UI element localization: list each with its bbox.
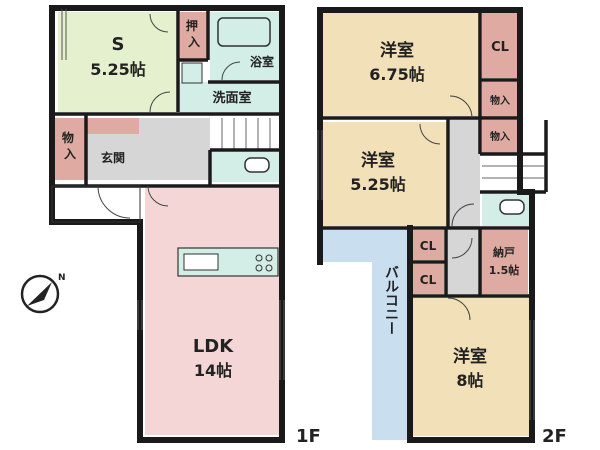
western-b-size: 5.25帖 [350,175,405,194]
oshiire-label: 押 入 [186,18,202,49]
oshiire-closet [180,12,208,60]
balcony [322,228,410,440]
western-c-size: 8帖 [456,371,483,390]
closet-b-label: CL [420,239,437,253]
s-room-name: S [112,34,125,55]
floor-1f [48,5,288,443]
genkan [87,134,139,180]
oshiire-label-1: 押 [186,18,198,33]
closet-c [412,264,444,294]
closet-b [412,230,444,260]
ldk-room [145,188,282,435]
western-c-name: 洋室 [453,346,487,367]
balcony-label: バルコニー [383,265,399,335]
genkan-label: 玄関 [101,150,125,165]
western-room-b [322,122,448,226]
floor-2f-label: 2F [542,426,567,447]
closet-a [482,12,518,78]
oshiire-label-2: 入 [188,35,200,49]
storage-2f-b [482,120,518,154]
western-a-size: 6.75帖 [369,65,424,84]
storage-1f-label: 物 入 [62,130,78,161]
storage-1f-label-2: 入 [64,147,76,161]
compass-north-label: N [58,273,66,283]
closet-a-label: CL [491,40,509,55]
western-room-c [412,298,530,436]
nando-storage [480,230,528,294]
western-a-name: 洋室 [380,40,414,61]
closet-c-label: CL [420,273,437,287]
north-compass: N [20,273,66,314]
western-room-a [322,12,480,116]
storage-2f-a [482,82,518,118]
western-b-name: 洋室 [361,150,395,171]
storage-2f-b-label: 物入 [490,130,510,143]
washroom [180,82,282,112]
storage-1f-label-1: 物 [62,130,74,145]
s-room-size: 5.25帖 [90,60,145,79]
storage-1f [55,118,85,180]
washroom-label: 洗面室 [212,90,251,106]
bath-label: 浴室 [250,54,274,69]
ldk-name: LDK [193,336,234,357]
nando-name: 納戸 [493,245,515,259]
ldk-size: 14帖 [194,361,232,380]
floor-2f [317,7,548,443]
floor-1f-label: 1F [296,426,321,447]
storage-2f-a-label: 物入 [490,94,510,107]
nando-size: 1.5帖 [489,263,520,277]
